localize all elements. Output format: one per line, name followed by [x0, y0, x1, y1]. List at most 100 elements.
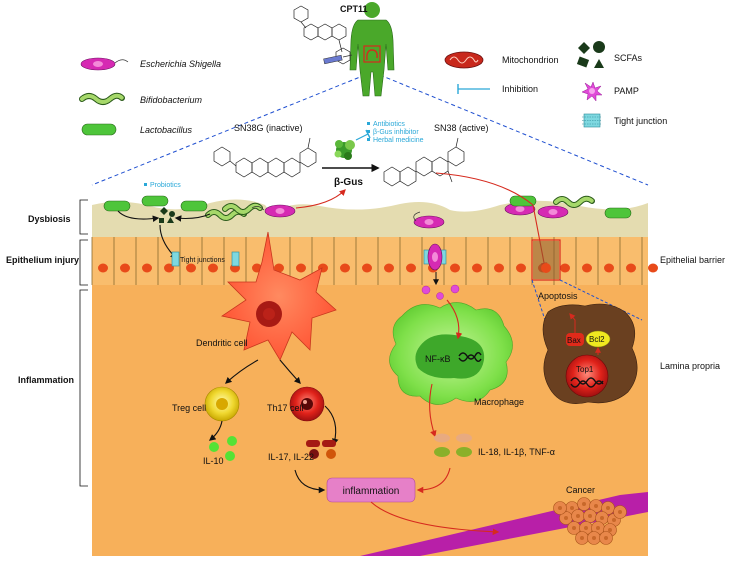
cytokine-molecule — [456, 447, 472, 457]
cancer-nucleus — [592, 536, 596, 540]
th17-arrow — [324, 405, 339, 446]
bullet-icon — [367, 122, 370, 125]
lactobacillus — [604, 207, 632, 219]
cancer-label: Cancer — [566, 485, 595, 495]
treg-arrow — [208, 420, 223, 441]
il10-label: IL-10 — [203, 456, 224, 466]
inflammation-side-label: Inflammation — [18, 375, 74, 385]
epithelial-nucleus — [120, 263, 130, 273]
dna-icon — [458, 354, 482, 362]
zoom-line-right — [379, 74, 649, 186]
scfa-diamond-icon — [160, 207, 168, 215]
cancer-nucleus — [572, 526, 576, 530]
legend-inhibition-label: Inhibition — [502, 84, 538, 94]
cytokine-molecule — [434, 433, 450, 443]
cytokine-molecule — [456, 433, 472, 443]
tight-junction-icon — [231, 251, 240, 267]
epithelial-nucleus — [516, 263, 526, 273]
pamp-icon — [450, 284, 460, 294]
cancer-nucleus — [594, 504, 598, 508]
mitochondrion-icon — [444, 51, 484, 69]
dc-to-th17-arrow — [279, 359, 301, 384]
th17-highlight — [303, 400, 307, 404]
cancer-nucleus — [596, 526, 600, 530]
cytokine-molecule — [434, 447, 450, 457]
intervention-list: Antibiotics β-Gus inhibitor Herbal medic… — [367, 121, 424, 144]
il10-molecule — [209, 442, 219, 452]
epithelial-nucleus — [450, 263, 460, 273]
bifidobacterium-fill — [223, 203, 262, 214]
escherichia-nucleus — [93, 61, 103, 67]
epithelial-nucleus — [208, 263, 218, 273]
il10-molecule — [227, 436, 237, 446]
cancer-nucleus — [588, 514, 592, 518]
legend-mito-label: Mitochondrion — [502, 55, 559, 65]
bullet-icon — [367, 130, 370, 133]
epithelial-nucleus — [560, 263, 570, 273]
legend-scfa: SCFAs — [576, 41, 643, 68]
bullet-icon — [367, 138, 370, 141]
injured-nucleus — [541, 263, 551, 273]
bgus-protein-icon — [334, 140, 355, 160]
epithelial-nucleus — [186, 263, 196, 273]
probiotic-arrow — [117, 210, 160, 222]
bax-protein — [566, 333, 584, 346]
escherichia-nucleus — [424, 219, 434, 225]
tight-junctions-label: Tight junctions — [180, 257, 225, 264]
legend-tj-label: Tight junction — [614, 116, 667, 126]
tight-junction-lines — [582, 116, 602, 125]
treg-nucleus — [216, 398, 228, 410]
cell-nucleus — [565, 354, 609, 398]
cancer-nucleus — [612, 518, 616, 522]
legend-escherichia: Escherichia Shigella — [80, 57, 221, 71]
body — [349, 19, 395, 97]
tight-junction-icon — [171, 251, 180, 267]
escherichia-nucleus — [548, 209, 558, 215]
cancer-nucleus — [618, 510, 622, 514]
bgus-label: β-Gus — [334, 177, 363, 188]
treg-label: Treg cell — [172, 403, 206, 413]
sn38g-structure — [213, 137, 317, 178]
inflammation-label: inflammation — [343, 486, 400, 497]
lamina-propria-label: Lamina propria — [660, 361, 720, 371]
dendritic-cell-label: Dendritic cell — [196, 338, 248, 348]
zoom-line — [531, 279, 546, 321]
ecoli-to-bgus-arrow — [295, 189, 346, 209]
epithelial-barrier-label: Epithelial barrier — [660, 255, 725, 265]
scfa-circle-icon — [593, 41, 605, 53]
sn38-to-cell-arrow — [435, 172, 548, 270]
cancer-cluster — [553, 497, 627, 545]
epithelial-nucleus — [274, 263, 284, 273]
bracket — [79, 289, 88, 487]
bifido-arrow — [174, 213, 211, 222]
lumen-bacteria — [103, 195, 632, 229]
legend: Escherichia Shigella Bifidobacterium Lac… — [79, 41, 667, 136]
scfa-square-icon — [159, 218, 164, 223]
epithelium-injury-label: Epithelium injury — [6, 255, 79, 265]
bracket — [79, 239, 88, 286]
macrophage-to-inflammation-arrow — [416, 467, 451, 494]
il10-molecule — [225, 451, 235, 461]
top1-label: Top1 — [576, 365, 594, 374]
scfa-circle-icon — [169, 211, 175, 217]
bcl2-label: Bcl2 — [589, 335, 605, 344]
epithelial-nucleus — [164, 263, 174, 273]
lacto-icon — [81, 123, 117, 136]
escherichia-nucleus — [432, 252, 438, 262]
cancer-nucleus — [570, 506, 574, 510]
sn38-label: SN38 (active) — [434, 123, 489, 133]
cancer-nucleus — [608, 528, 612, 532]
flagellum — [413, 211, 421, 222]
legend-inhibition: Inhibition — [457, 84, 538, 94]
nfkb-label: NF-κB — [425, 354, 451, 364]
flagellum — [251, 206, 265, 211]
sn38-structure — [383, 137, 465, 187]
cytokine-to-inflammation-arrow — [294, 469, 326, 494]
cancer-nucleus — [576, 514, 580, 518]
bgus-inhibition-bar — [365, 129, 371, 139]
head — [364, 2, 380, 18]
bax-to-apoptosis-arrow — [569, 313, 576, 333]
lactobacillus — [141, 195, 169, 207]
